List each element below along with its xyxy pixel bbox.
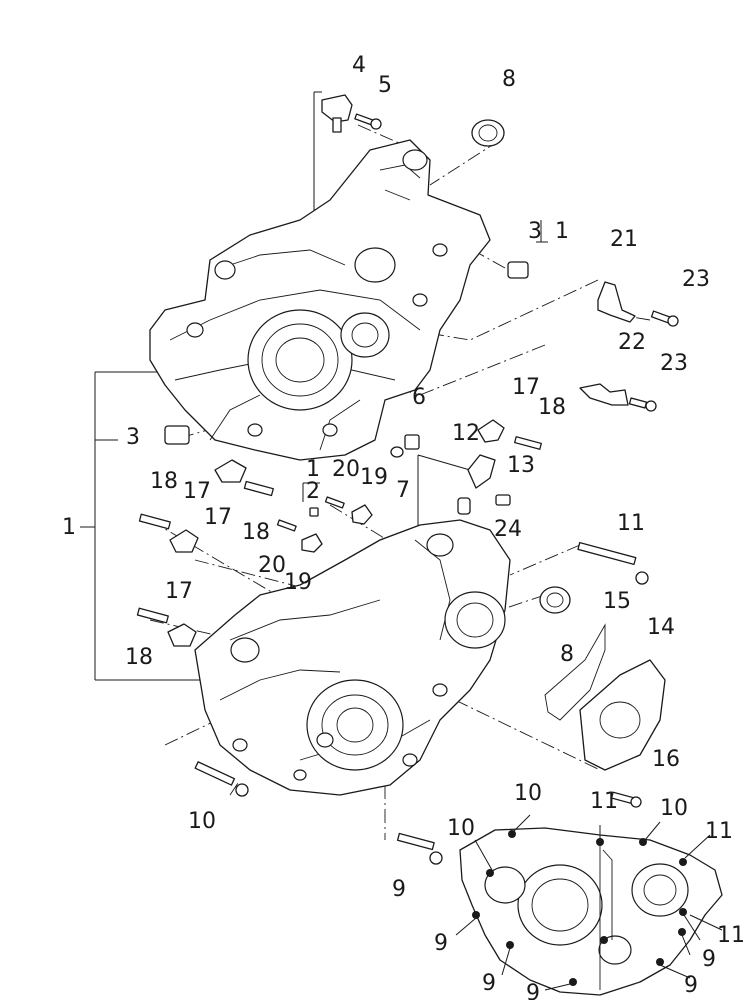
small-parts <box>136 94 679 865</box>
callout-12: 12 <box>452 421 480 446</box>
callout-11: 11 <box>590 789 618 814</box>
callout-13: 13 <box>507 453 535 478</box>
callout-9: 9 <box>482 971 496 996</box>
callout-18: 18 <box>538 395 566 420</box>
callout-23: 23 <box>682 267 710 292</box>
assembled-crankcase-inset <box>455 814 723 996</box>
callout-10: 10 <box>660 796 688 821</box>
callout-8: 8 <box>502 67 516 92</box>
callout-9: 9 <box>392 877 406 902</box>
callout-16: 16 <box>652 747 680 772</box>
upper-crankcase-half <box>149 139 491 461</box>
callout-22: 22 <box>618 330 646 355</box>
callout-10: 10 <box>447 816 475 841</box>
callout-21: 21 <box>610 227 638 252</box>
callout-1: 1 <box>62 515 76 540</box>
callout-11: 11 <box>717 923 745 948</box>
callout-14: 14 <box>647 615 675 640</box>
callout-1: 1 <box>555 219 569 244</box>
callout-20: 20 <box>332 457 360 482</box>
callout-9: 9 <box>684 973 698 998</box>
callout-7: 7 <box>396 478 410 503</box>
callout-23: 23 <box>660 351 688 376</box>
callout-24: 24 <box>494 517 522 542</box>
callout-19: 19 <box>284 570 312 595</box>
callout-6: 6 <box>412 385 426 410</box>
callout-18: 18 <box>125 645 153 670</box>
callout-5: 5 <box>378 73 392 98</box>
callout-20: 20 <box>258 553 286 578</box>
callout-15: 15 <box>603 589 631 614</box>
callout-3: 3 <box>528 219 542 244</box>
callout-9: 9 <box>526 981 540 1000</box>
callout-19: 19 <box>360 465 388 490</box>
callout-3: 3 <box>126 425 140 450</box>
callout-9: 9 <box>702 947 716 972</box>
callout-17: 17 <box>204 505 232 530</box>
callout-11: 11 <box>617 511 645 536</box>
callout-11: 11 <box>705 819 733 844</box>
callout-1: 1 <box>306 457 320 482</box>
callout-17: 17 <box>165 579 193 604</box>
callout-labels: 4 5 8 3 1 21 23 22 23 3 6 17 18 12 13 7 … <box>62 53 745 1000</box>
callout-18: 18 <box>150 469 178 494</box>
callout-4: 4 <box>352 53 366 78</box>
callout-2: 2 <box>306 479 320 504</box>
lower-crankcase-half <box>194 519 511 796</box>
callout-10: 10 <box>514 781 542 806</box>
callout-9: 9 <box>434 931 448 956</box>
callout-10: 10 <box>188 809 216 834</box>
callout-17: 17 <box>512 375 540 400</box>
callout-8: 8 <box>560 642 574 667</box>
callout-17: 17 <box>183 479 211 504</box>
callout-18: 18 <box>242 520 270 545</box>
